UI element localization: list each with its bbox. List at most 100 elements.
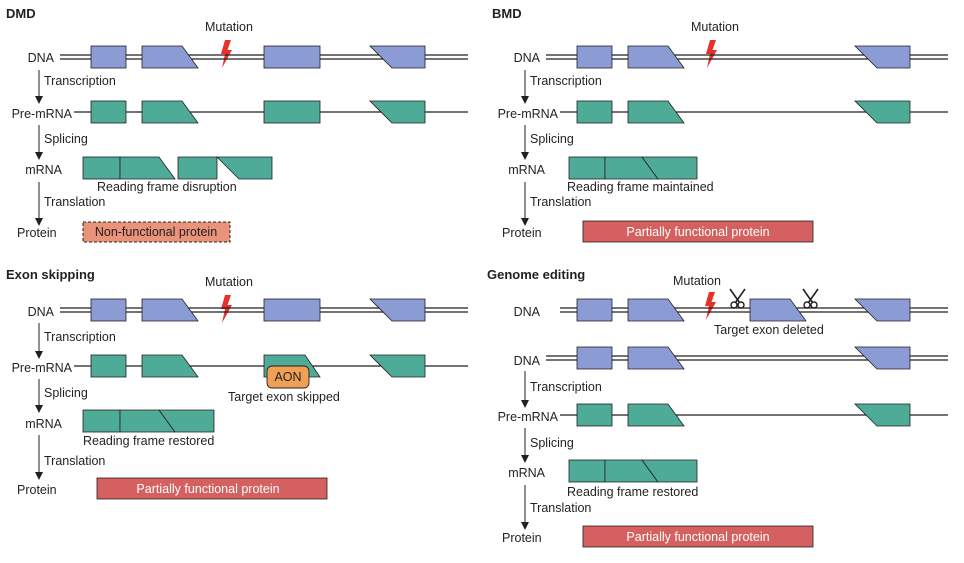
protein-bar-partial <box>582 525 814 548</box>
scissors-icon <box>802 288 819 309</box>
dna-label: DNA <box>28 51 55 65</box>
protein-text: Partially functional protein <box>626 225 769 239</box>
premrna-exon <box>627 403 685 427</box>
dna-label: DNA <box>514 51 541 65</box>
dna-label: DNA <box>28 305 55 319</box>
mrna-exon <box>177 156 218 180</box>
protein-label: Protein <box>502 531 542 545</box>
dna-exon <box>576 45 613 69</box>
premrna-label: Pre-mRNA <box>498 410 559 424</box>
mutation-bolt-icon <box>221 40 232 68</box>
panel-title-bmd: BMD <box>492 6 522 21</box>
protein-bar-partial <box>582 220 814 243</box>
mutation-label: Mutation <box>205 20 253 34</box>
premrna-exon <box>141 354 199 378</box>
dna-exon <box>576 346 613 370</box>
premrna-exon <box>576 403 613 427</box>
dna-exon <box>627 346 685 370</box>
translation-label: Translation <box>44 454 105 468</box>
skip-note: Target exon skipped <box>228 390 340 404</box>
delete-note: Target exon deleted <box>714 323 824 337</box>
premrna-exon <box>854 403 911 427</box>
protein-text: Partially functional protein <box>626 530 769 544</box>
dna-exon <box>369 45 426 69</box>
dna-exon <box>854 346 911 370</box>
premrna-label: Pre-mRNA <box>12 361 73 375</box>
mrna-label: mRNA <box>25 163 62 177</box>
premrna-exon <box>90 100 127 124</box>
dna-exon-mutated <box>263 45 321 69</box>
mrna-exon <box>568 459 606 483</box>
dna-label: DNA <box>514 305 541 319</box>
transcription-label: Transcription <box>530 74 602 88</box>
transcription-label: Transcription <box>44 74 116 88</box>
premrna-exon <box>369 100 426 124</box>
premrna-exon <box>627 100 685 124</box>
dna-exon <box>90 45 127 69</box>
dna-label: DNA <box>514 354 541 368</box>
dna-exon <box>141 298 199 322</box>
dna-exon-target <box>749 298 807 322</box>
panel-genome-editing: Genome editing Mutation DNA Target exon … <box>487 267 948 548</box>
premrna-exon <box>854 100 911 124</box>
splicing-label: Splicing <box>44 386 88 400</box>
mrna-exon <box>641 156 698 180</box>
protein-text: Non-functional protein <box>95 225 217 239</box>
protein-text: Partially functional protein <box>136 482 279 496</box>
panel-dmd: DMD Mutation DNA Transcription Pre-mRNA … <box>6 6 468 243</box>
dna-exon-mutated <box>263 298 321 322</box>
scissors-icon <box>729 288 746 309</box>
frame-note: Reading frame restored <box>567 485 698 499</box>
mrna-exon <box>216 156 273 180</box>
transcription-label: Transcription <box>44 330 116 344</box>
premrna-exon <box>90 354 127 378</box>
mrna-exon <box>119 156 176 180</box>
mrna-exon <box>568 156 606 180</box>
premrna-label: Pre-mRNA <box>498 107 559 121</box>
panel-title-exon-skipping: Exon skipping <box>6 267 95 282</box>
translation-label: Translation <box>530 195 591 209</box>
frame-note: Reading frame restored <box>83 434 214 448</box>
dna-exon <box>141 45 199 69</box>
mrna-label: mRNA <box>25 417 62 431</box>
dna-exon <box>90 298 127 322</box>
premrna-exon <box>369 354 426 378</box>
dna-exon <box>627 298 685 322</box>
mutation-bolt-icon <box>221 295 232 323</box>
premrna-label: Pre-mRNA <box>12 107 73 121</box>
aon-oligo <box>266 365 310 389</box>
splicing-label: Splicing <box>530 436 574 450</box>
protein-bar-nonfunctional <box>82 221 231 243</box>
panel-title-dmd: DMD <box>6 6 36 21</box>
mutation-label: Mutation <box>205 275 253 289</box>
panel-title-genome-editing: Genome editing <box>487 267 585 282</box>
mrna-exon <box>641 459 698 483</box>
dna-exon <box>369 298 426 322</box>
mrna-label: mRNA <box>508 163 545 177</box>
panel-bmd: BMD Mutation DNA Transcription Pre-mRNA … <box>492 6 948 243</box>
mutation-bolt-icon <box>705 292 716 320</box>
premrna-exon <box>576 100 613 124</box>
mrna-exon <box>158 409 215 433</box>
protein-label: Protein <box>502 226 542 240</box>
premrna-exon <box>141 100 199 124</box>
premrna-exon <box>263 100 321 124</box>
mutation-bolt-icon <box>706 40 717 68</box>
protein-label: Protein <box>17 483 57 497</box>
mutation-label: Mutation <box>691 20 739 34</box>
dna-exon <box>854 298 911 322</box>
mrna-exon <box>82 156 121 180</box>
splicing-label: Splicing <box>44 132 88 146</box>
translation-label: Translation <box>530 501 591 515</box>
mrna-label: mRNA <box>508 466 545 480</box>
aon-label: AON <box>274 370 301 384</box>
frame-note: Reading frame disruption <box>97 180 237 194</box>
dna-exon <box>627 45 685 69</box>
translation-label: Translation <box>44 195 105 209</box>
transcription-label: Transcription <box>530 380 602 394</box>
mutation-label: Mutation <box>673 274 721 288</box>
splicing-label: Splicing <box>530 132 574 146</box>
panel-exon-skipping: Exon skipping Mutation DNA Transcription… <box>6 267 468 500</box>
dna-exon <box>576 298 613 322</box>
protein-label: Protein <box>17 226 57 240</box>
